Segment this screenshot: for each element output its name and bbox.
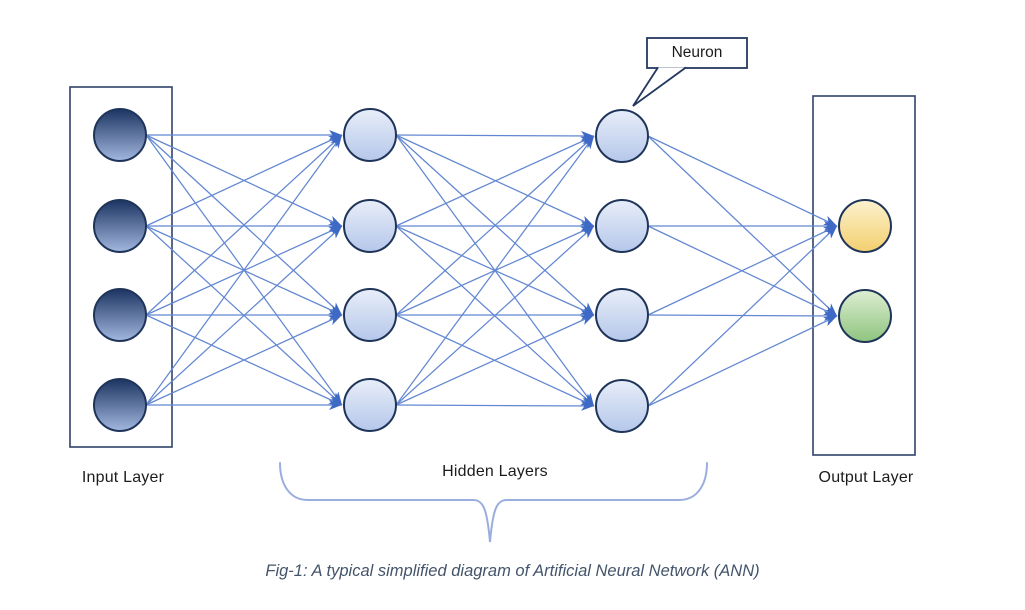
- neuron-callout-tail: [632, 66, 687, 107]
- output-layer-node-1: [838, 199, 892, 253]
- output-layer-label: Output Layer: [818, 469, 914, 486]
- edge: [395, 135, 595, 406]
- output-layer-box: [812, 95, 916, 456]
- edge: [395, 225, 595, 406]
- edge: [145, 134, 343, 406]
- edge: [395, 135, 595, 316]
- edge: [647, 225, 838, 407]
- hidden-layer-2-node-4: [595, 379, 649, 433]
- hidden-layer-1-node-4: [343, 378, 397, 432]
- edge: [145, 314, 343, 406]
- hidden-layer-1-node-1: [343, 108, 397, 162]
- edge: [647, 135, 838, 227]
- edge: [145, 134, 343, 227]
- neuron-callout-label: Neuron: [671, 44, 723, 61]
- figure-caption: Fig-1: A typical simplified diagram of A…: [265, 562, 760, 580]
- hidden-layers-brace: [279, 462, 708, 543]
- hidden-layer-1-node-2: [343, 199, 397, 253]
- edge: [395, 135, 595, 227]
- hidden-layer-2-node-2: [595, 199, 649, 253]
- input-layer-label: Input Layer: [81, 469, 165, 486]
- edge: [395, 400, 595, 411]
- hidden-layer-2-node-3: [595, 288, 649, 342]
- edge: [395, 314, 595, 406]
- edge: [145, 134, 343, 316]
- neuron-callout-box: [646, 37, 748, 69]
- hidden-layer-1-node-3: [343, 288, 397, 342]
- input-layer-box: [69, 86, 173, 448]
- output-layer-node-2: [838, 289, 892, 343]
- hidden-layers-label: Hidden Layers: [442, 463, 548, 480]
- edge: [395, 130, 595, 141]
- edge: [647, 225, 838, 316]
- hidden-layer-2-node-1: [595, 109, 649, 163]
- input-layer-node-2: [93, 199, 147, 253]
- input-layer-node-3: [93, 288, 147, 342]
- input-layer-node-1: [93, 108, 147, 162]
- input-layer-node-4: [93, 378, 147, 432]
- edge: [647, 315, 838, 407]
- edge: [145, 225, 343, 406]
